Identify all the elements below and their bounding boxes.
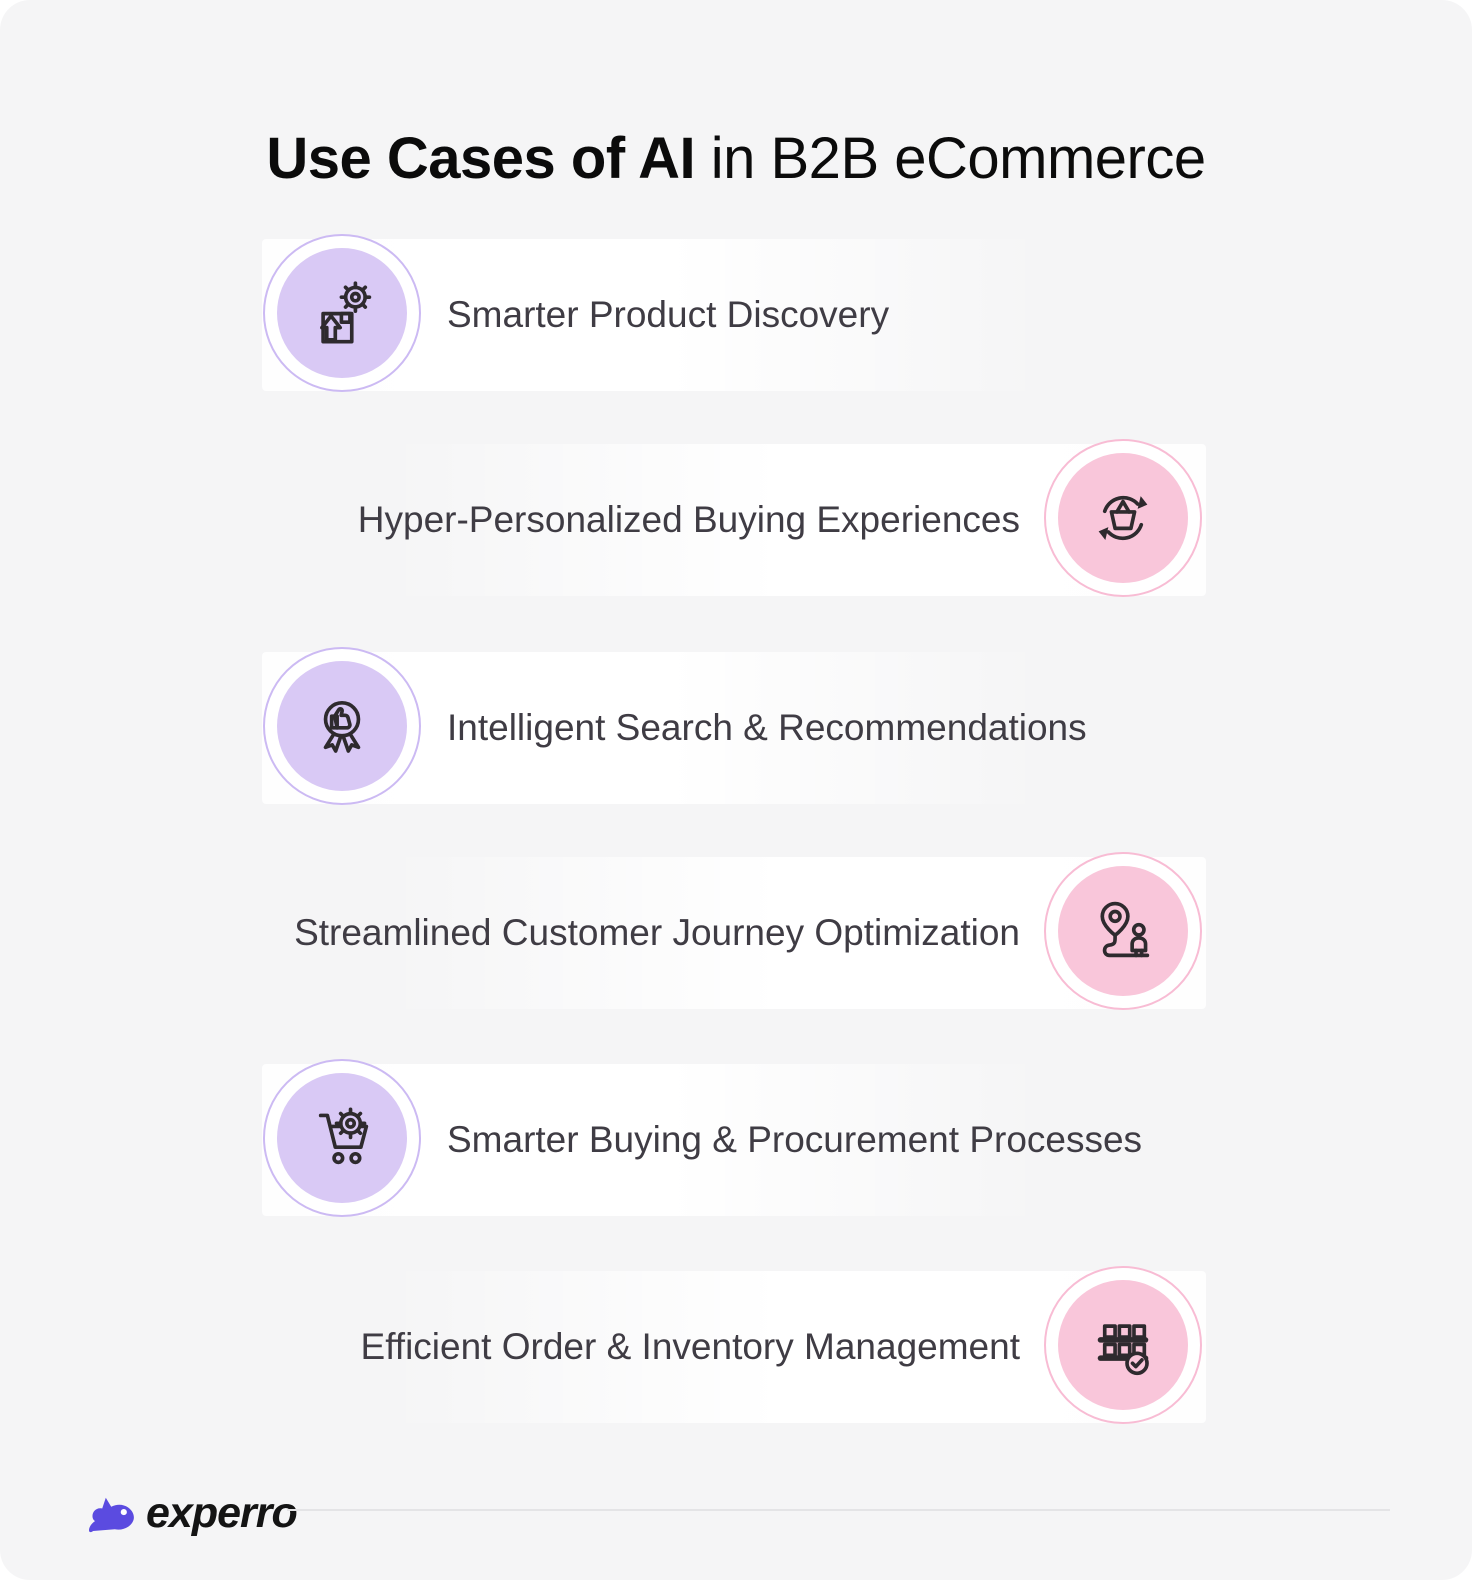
icon-circle [1044,1266,1202,1424]
page-title-regular: in B2B eCommerce [695,125,1206,191]
icon-circle [1044,852,1202,1010]
repeat-purchase-basket-icon [1058,453,1188,583]
use-case-label: Efficient Order & Inventory Management [360,1326,1020,1367]
icon-circle [263,1059,421,1217]
customer-journey-map-icon [1058,866,1188,996]
use-case-label: Smarter Product Discovery [447,294,890,335]
use-case-label: Streamlined Customer Journey Optimizatio… [294,912,1020,953]
experro-bird-icon [88,1497,134,1533]
use-case-label: Hyper-Personalized Buying Experiences [357,499,1020,540]
experro-logo: experro [84,1486,298,1540]
inventory-shelves-check-icon [1058,1280,1188,1410]
footer-divider [287,1509,1390,1511]
page-title-bold: Use Cases of AI [266,125,696,191]
use-case-label: Intelligent Search & Recommendations [447,707,1087,748]
cart-gear-icon [277,1073,407,1203]
product-discovery-icon [277,248,407,378]
page-title: Use Cases of AI in B2B eCommerce [0,125,1472,192]
use-case-label: Smarter Buying & Procurement Processes [447,1119,1143,1160]
icon-circle [263,647,421,805]
thumbs-up-badge-icon [277,661,407,791]
icon-circle [263,234,421,392]
experro-logo-text: experro [146,1488,298,1537]
footer: experro [0,1480,1472,1560]
icon-circle [1044,439,1202,597]
